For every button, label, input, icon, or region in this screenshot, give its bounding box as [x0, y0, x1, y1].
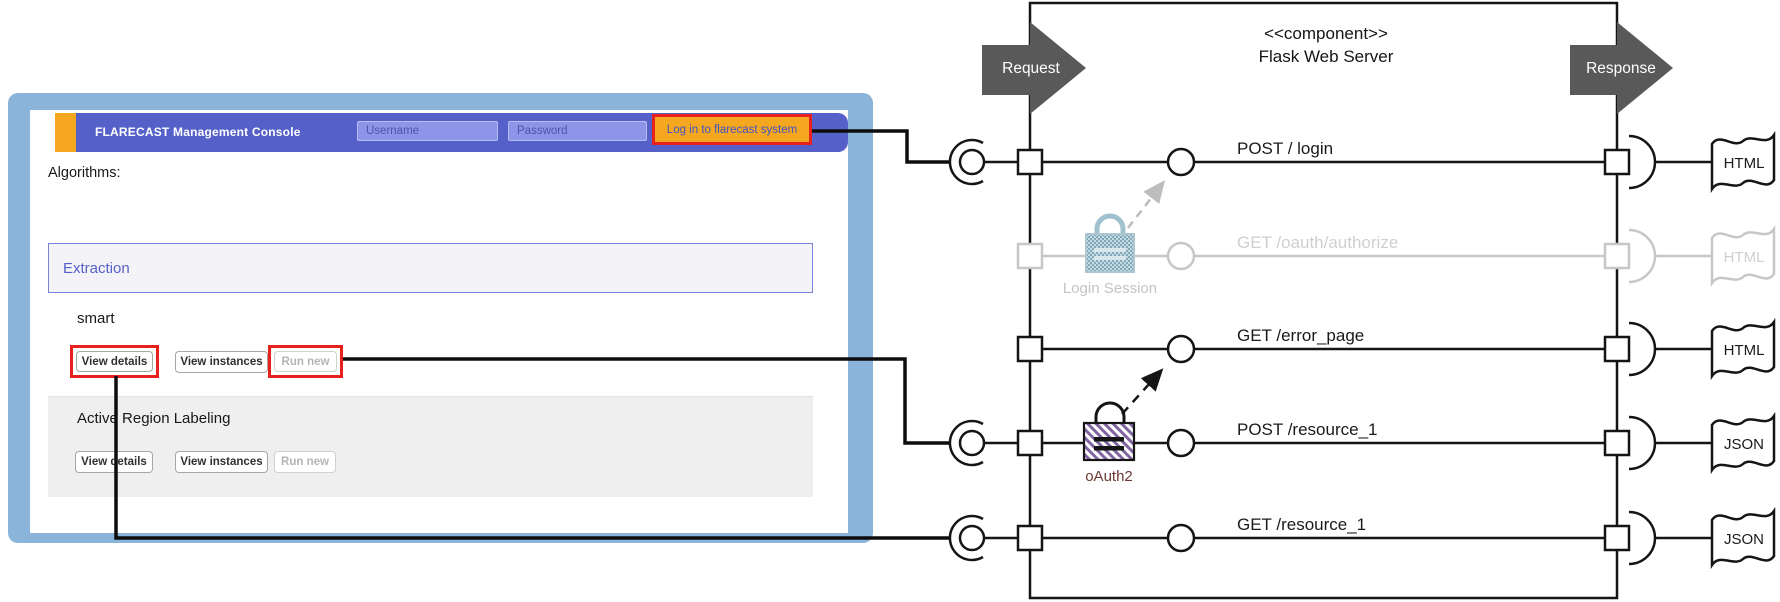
- oauth2-label: oAuth2: [1085, 468, 1133, 485]
- wavy-document-icon: [1710, 317, 1776, 381]
- run-new-button-arl[interactable]: Run new: [274, 451, 336, 473]
- document-type-label: JSON: [1724, 436, 1764, 453]
- view-instances-button-arl[interactable]: View instances: [175, 451, 268, 473]
- username-input[interactable]: [357, 121, 498, 141]
- algorithm-name-arl: Active Region Labeling: [77, 410, 231, 427]
- lollipop-circle-icon: [1166, 523, 1196, 553]
- wavy-document-icon: [1710, 224, 1776, 288]
- lollipop-circle-icon: [1166, 241, 1196, 271]
- endpoint-label: POST / login: [1237, 139, 1333, 158]
- port-square-icon: [1016, 242, 1044, 270]
- ball-circle-icon: [958, 148, 986, 176]
- ball-circle-icon: [958, 429, 986, 457]
- socket-arc-icon: [1628, 228, 1657, 284]
- endpoint-label: GET /error_page: [1237, 326, 1364, 345]
- brand-tab: [55, 113, 76, 152]
- wavy-document-icon: [1710, 411, 1776, 475]
- algorithm-section-smart: [48, 293, 813, 396]
- port-square-icon: [1016, 524, 1044, 552]
- port-square-icon: [1603, 242, 1631, 270]
- lollipop-circle-icon: [1166, 147, 1196, 177]
- port-square-icon: [1603, 524, 1631, 552]
- socket-arc-icon: [1628, 510, 1657, 566]
- padlock-shackle-icon: [1094, 213, 1126, 234]
- flask-component-box: [1028, 1, 1619, 600]
- lollipop-circle-icon: [1166, 334, 1196, 364]
- padlock-slot: [1094, 446, 1124, 451]
- padlock-shackle-icon: [1094, 401, 1126, 423]
- login-button[interactable]: Log in to flarecast system: [655, 117, 809, 142]
- endpoint-label: GET /resource_1: [1237, 515, 1366, 534]
- document-type-label: HTML: [1724, 155, 1765, 172]
- ball-circle-icon: [958, 524, 986, 552]
- algorithms-heading: Algorithms:: [48, 165, 121, 181]
- endpoint-label: POST /resource_1: [1237, 420, 1377, 439]
- document-type-label: HTML: [1724, 249, 1765, 266]
- session-dashed-arrow: [1127, 180, 1166, 229]
- port-square-icon: [1016, 148, 1044, 176]
- response-arrow-icon: [1570, 22, 1673, 114]
- socket-arc-icon: [1628, 321, 1657, 377]
- document-type-label: JSON: [1724, 531, 1764, 548]
- socket-arc-icon: [1628, 134, 1657, 190]
- view-details-annotation-box: View details: [70, 345, 159, 378]
- wavy-document-icon: [1710, 130, 1776, 194]
- socket-arc-icon: [948, 514, 984, 562]
- request-label: Request: [1002, 60, 1060, 77]
- view-details-button-smart[interactable]: View details: [76, 351, 153, 372]
- component-stereotype: <<component>>: [1264, 24, 1388, 43]
- lollipop-circle-icon: [1166, 428, 1196, 458]
- padlock-slot: [1094, 437, 1124, 442]
- padlock-slot: [1094, 256, 1126, 260]
- view-instances-button-smart[interactable]: View instances: [175, 351, 268, 373]
- password-input[interactable]: [508, 121, 647, 141]
- console-title: FLARECAST Management Console: [95, 125, 301, 139]
- padlock-slot: [1094, 248, 1126, 252]
- component-name: Flask Web Server: [1259, 47, 1394, 66]
- padlock-icon: [1082, 421, 1136, 462]
- algorithm-name-smart: smart: [77, 310, 115, 327]
- document-type-label: HTML: [1724, 342, 1765, 359]
- wavy-document-icon: [1710, 506, 1776, 570]
- port-square-icon: [1603, 429, 1631, 457]
- extraction-panel[interactable]: Extraction: [48, 243, 813, 293]
- view-details-button-arl[interactable]: View details: [75, 451, 153, 473]
- port-square-icon: [1603, 335, 1631, 363]
- socket-arc-icon: [948, 138, 984, 186]
- login-session-label: Login Session: [1063, 280, 1157, 297]
- padlock-icon: [1085, 233, 1135, 273]
- request-arrow-icon: [982, 22, 1086, 114]
- port-square-icon: [1016, 335, 1044, 363]
- run-new-button-smart[interactable]: Run new: [274, 351, 337, 372]
- login-session-lock: Login Session: [1063, 180, 1166, 297]
- oauth2-lock: oAuth2: [1082, 368, 1164, 485]
- response-label: Response: [1586, 60, 1656, 77]
- oauth2-dashed-arrow: [1121, 368, 1164, 415]
- endpoint-label: GET /oauth/authorize: [1237, 233, 1398, 252]
- extraction-panel-title: Extraction: [63, 259, 130, 277]
- port-square-icon: [1016, 429, 1044, 457]
- login-annotation-box: Log in to flarecast system: [652, 114, 812, 145]
- run-new-annotation-box: Run new: [268, 345, 343, 378]
- port-square-icon: [1603, 148, 1631, 176]
- socket-arc-icon: [1628, 415, 1657, 471]
- socket-arc-icon: [948, 419, 984, 467]
